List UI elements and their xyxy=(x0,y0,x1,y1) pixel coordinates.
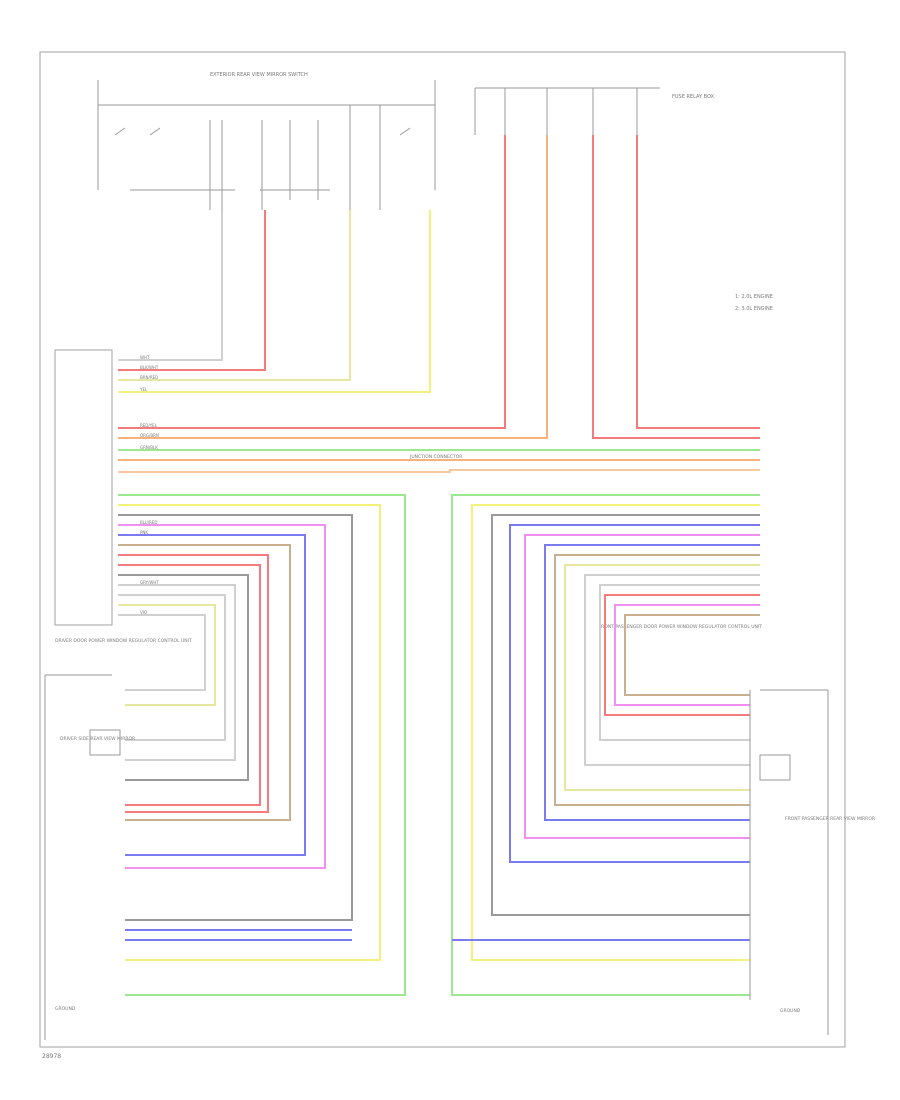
right-mirror-motor xyxy=(749,689,829,1035)
wire-label-8: BLU/RED xyxy=(140,520,157,525)
wire-label-9: PNK xyxy=(140,530,148,535)
left-ground-label: GROUND xyxy=(55,1006,76,1012)
fuse-box-group xyxy=(474,87,660,135)
cross-buses xyxy=(118,449,760,473)
legend-2: 2: 3.0L ENGINE xyxy=(735,306,773,312)
switch-feeds xyxy=(118,210,431,393)
right-harness xyxy=(451,494,760,996)
right-mirror-label: FRONT PASSENGER REAR VIEW MIRROR xyxy=(785,816,875,822)
wire-label-6: ORG/BRN xyxy=(140,433,159,438)
left-module-label: DRIVER DOOR POWER WINDOW REGULATOR CONTR… xyxy=(55,638,192,644)
wire-label-1: WHT xyxy=(140,355,150,360)
right-module-label: FRONT PASSENGER DOOR POWER WINDOW REGULA… xyxy=(599,624,763,630)
wire-label-4: YEL xyxy=(139,387,148,392)
wire-label-3: BRN/RED xyxy=(140,375,158,380)
left-module-box xyxy=(54,349,113,626)
top-caption: EXTERIOR REAR VIEW MIRROR SWITCH xyxy=(210,72,308,78)
legend-1: 1: 2.0L ENGINE xyxy=(735,294,773,300)
wire-label-11: VIO xyxy=(140,610,147,615)
wire-labels: WHT BLK/WHT BRN/RED YEL RED/YEL ORG/BRN … xyxy=(139,355,159,615)
left-mirror-label: DRIVER SIDE REAR VIEW MIRROR xyxy=(60,736,135,742)
fuse-caption: FUSE RELAY BOX xyxy=(672,94,715,100)
right-ground-label: GROUND xyxy=(780,1008,801,1014)
wire-label-7: GRN/BLK xyxy=(140,445,158,450)
footer-code: 28978 xyxy=(42,1053,61,1060)
left-mirror-motor xyxy=(44,674,121,1040)
fuse-feeds xyxy=(118,135,760,439)
wire-label-5: RED/YEL xyxy=(140,423,158,428)
junction-connector-label: JUNCTION CONNECTOR xyxy=(409,454,462,460)
left-harness xyxy=(118,494,406,996)
mirror-switch-group xyxy=(97,80,436,210)
wire-label-10: GRY/WHT xyxy=(140,580,159,585)
diagram-frame xyxy=(39,51,846,1048)
wire-label-2: BLK/WHT xyxy=(140,365,159,370)
